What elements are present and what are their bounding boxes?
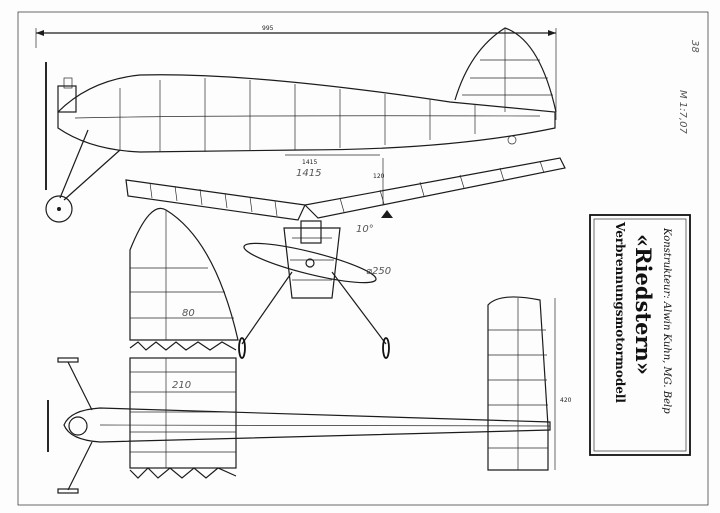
title-block: Verbrennungsmotormodell «Riedstern» Kons… xyxy=(589,214,691,456)
margin-notes: 38 M 1:7,07 xyxy=(677,40,700,134)
handwritten-angle-note: 10° xyxy=(356,224,374,235)
front-gear-left xyxy=(241,271,293,345)
handwritten-length-note: 1415 xyxy=(296,168,321,179)
front-wing-right xyxy=(303,157,566,219)
fuselage-side-outline xyxy=(57,74,556,153)
title-type-line: Verbrennungsmotormodell xyxy=(613,221,627,403)
rib-label: 80 xyxy=(182,308,195,319)
plan-gear-upper xyxy=(67,361,93,411)
front-view: 120 10° ⌀250 xyxy=(125,157,566,359)
plan-wheel-lower xyxy=(57,488,79,494)
fin-outline xyxy=(454,27,557,113)
title-credit: Konstrukteur: Alwin Kuhn, MG. Belp xyxy=(661,227,672,414)
front-propeller xyxy=(243,242,377,284)
dimension-arrow-left xyxy=(36,30,44,36)
handwritten-diameter-note: ⌀250 xyxy=(366,266,391,277)
sheet-border xyxy=(17,11,709,506)
fin-ribs xyxy=(462,59,553,96)
tail-skid xyxy=(507,135,517,145)
side-engine xyxy=(57,85,77,113)
engine-cylinder xyxy=(63,77,73,89)
title-block-inner xyxy=(593,218,687,452)
wing-center-panel xyxy=(129,357,237,469)
side-view: 995 1415 1415 xyxy=(35,25,557,223)
sheet-number: 38 xyxy=(689,40,700,53)
break-line-upper xyxy=(129,341,237,351)
scale-reference: M 1:7,07 xyxy=(677,90,688,134)
wing-center-ribs xyxy=(130,371,236,453)
gear-strut-rear xyxy=(63,149,121,201)
plan-engine xyxy=(68,416,88,436)
front-fuselage xyxy=(283,227,341,299)
dihedral-arrow xyxy=(381,210,393,218)
wing-tip-ribs xyxy=(130,267,234,319)
front-wheel-right xyxy=(382,337,390,359)
front-wheel-left xyxy=(238,337,246,359)
front-gear-right xyxy=(331,271,387,345)
spinner xyxy=(305,258,315,268)
break-line-lower xyxy=(129,467,237,479)
tail-dimension-label: 420 xyxy=(560,397,572,404)
height-dimension-label: 120 xyxy=(373,173,385,180)
plan-wheel-upper xyxy=(57,357,79,363)
title-block-frame xyxy=(589,214,691,456)
front-wing-right-ribs xyxy=(339,160,545,213)
gear-strut-front xyxy=(59,129,89,199)
side-wheel xyxy=(45,195,73,223)
wing-chord-label: 210 xyxy=(172,380,191,391)
plan-gear-lower xyxy=(67,441,93,491)
stabilizer-ribs xyxy=(488,329,548,449)
wheel-hub xyxy=(57,207,61,211)
title-model-name: «Riedstern» xyxy=(631,234,656,375)
front-wing-left xyxy=(125,179,306,221)
dimension-arrow-right xyxy=(548,30,556,36)
overall-length-label: 995 xyxy=(262,25,274,32)
fuselage-dimension-label: 1415 xyxy=(302,159,317,166)
front-wing-left-ribs xyxy=(149,182,278,217)
plan-view: 80 210 420 xyxy=(47,207,572,494)
wing-tip-panel xyxy=(129,207,239,341)
fuselage-centerline xyxy=(99,424,551,427)
front-engine xyxy=(300,220,322,244)
fuselage-stringer xyxy=(74,115,541,119)
